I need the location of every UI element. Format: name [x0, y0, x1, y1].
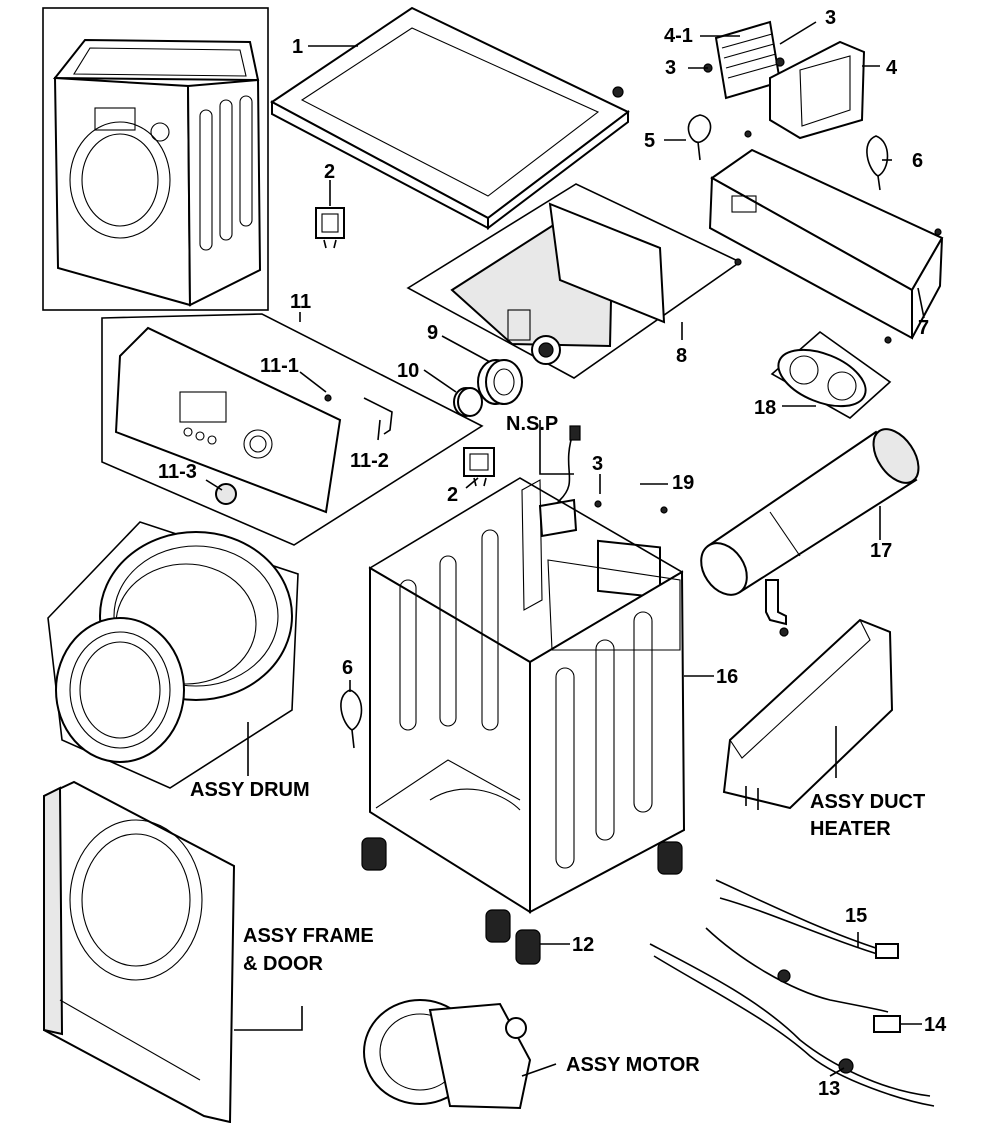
label-6-lower: 6 — [342, 657, 353, 679]
label-11-1: 11-1 — [260, 355, 299, 377]
leveling-feet — [361, 837, 683, 965]
leader-lines — [205, 21, 925, 1077]
label-plate — [597, 506, 668, 599]
wire-clip-6-lower — [340, 689, 363, 749]
callout-labels: 1 2 2 3 3 3 4 4-1 5 6 6 7 8 9 10 11 11-1… — [158, 7, 947, 1100]
label-14: 14 — [924, 1014, 947, 1036]
label-3-left: 3 — [665, 57, 676, 79]
cabinet — [368, 477, 686, 914]
label-assy-drum: ASSY DRUM — [190, 779, 310, 801]
label-11-3: 11-3 — [158, 461, 197, 483]
label-assy-frame-line2: & DOOR — [243, 953, 324, 975]
label-2-upper: 2 — [324, 161, 335, 183]
knob-cap — [453, 387, 483, 417]
bracket-clip-upper — [315, 207, 345, 249]
leveling-foot — [515, 929, 541, 965]
control-panel-assembly — [101, 313, 484, 546]
label-assy-motor: ASSY MOTOR — [566, 1054, 700, 1076]
label-nsp: N.S.P — [506, 413, 558, 435]
control-frame — [708, 130, 944, 344]
wire-clip-5 — [687, 114, 712, 161]
label-assy-duct-line1: ASSY DUCT — [810, 791, 925, 813]
label-15: 15 — [845, 905, 867, 927]
label-4-1: 4-1 — [664, 25, 693, 47]
duct-cover — [770, 330, 892, 419]
label-12: 12 — [572, 934, 594, 956]
pcb-assembly — [406, 183, 742, 379]
label-2-lower: 2 — [447, 484, 458, 506]
label-16: 16 — [716, 666, 738, 688]
wire-clip-6-upper — [866, 135, 889, 191]
filter-housing — [703, 20, 866, 140]
label-19: 19 — [672, 472, 694, 494]
label-1: 1 — [292, 36, 303, 58]
wire-harness-14 — [705, 927, 901, 1033]
label-10: 10 — [397, 360, 419, 382]
bracket-clip-lower — [463, 447, 495, 487]
assembled-dryer-inset — [42, 7, 269, 311]
label-11: 11 — [290, 291, 311, 313]
label-assy-duct-line2: HEATER — [810, 818, 891, 840]
label-6-upper: 6 — [912, 150, 923, 172]
label-8: 8 — [676, 345, 687, 367]
label-5: 5 — [644, 130, 655, 152]
label-18: 18 — [754, 397, 776, 419]
label-13: 13 — [818, 1078, 840, 1100]
label-4: 4 — [886, 57, 898, 79]
label-7: 7 — [918, 317, 929, 339]
label-assy-frame-line1: ASSY FRAME — [243, 925, 374, 947]
wire-harness-15 — [715, 879, 899, 959]
top-panel — [270, 6, 630, 231]
duct-heater-assembly — [722, 618, 894, 810]
drum-assembly — [47, 521, 299, 789]
leveling-foot — [361, 837, 387, 871]
frame-door-assembly — [43, 780, 236, 1123]
duct-tube — [700, 428, 920, 596]
leveling-foot — [485, 909, 511, 943]
motor-assembly — [363, 999, 532, 1110]
duct-bracket — [765, 579, 789, 637]
label-3-cabinet: 3 — [592, 453, 603, 475]
label-11-2: 11-2 — [350, 450, 389, 472]
label-17: 17 — [870, 540, 892, 562]
leveling-foot — [657, 841, 683, 875]
label-3-top: 3 — [825, 7, 836, 29]
knob — [477, 359, 523, 405]
label-9: 9 — [427, 322, 438, 344]
